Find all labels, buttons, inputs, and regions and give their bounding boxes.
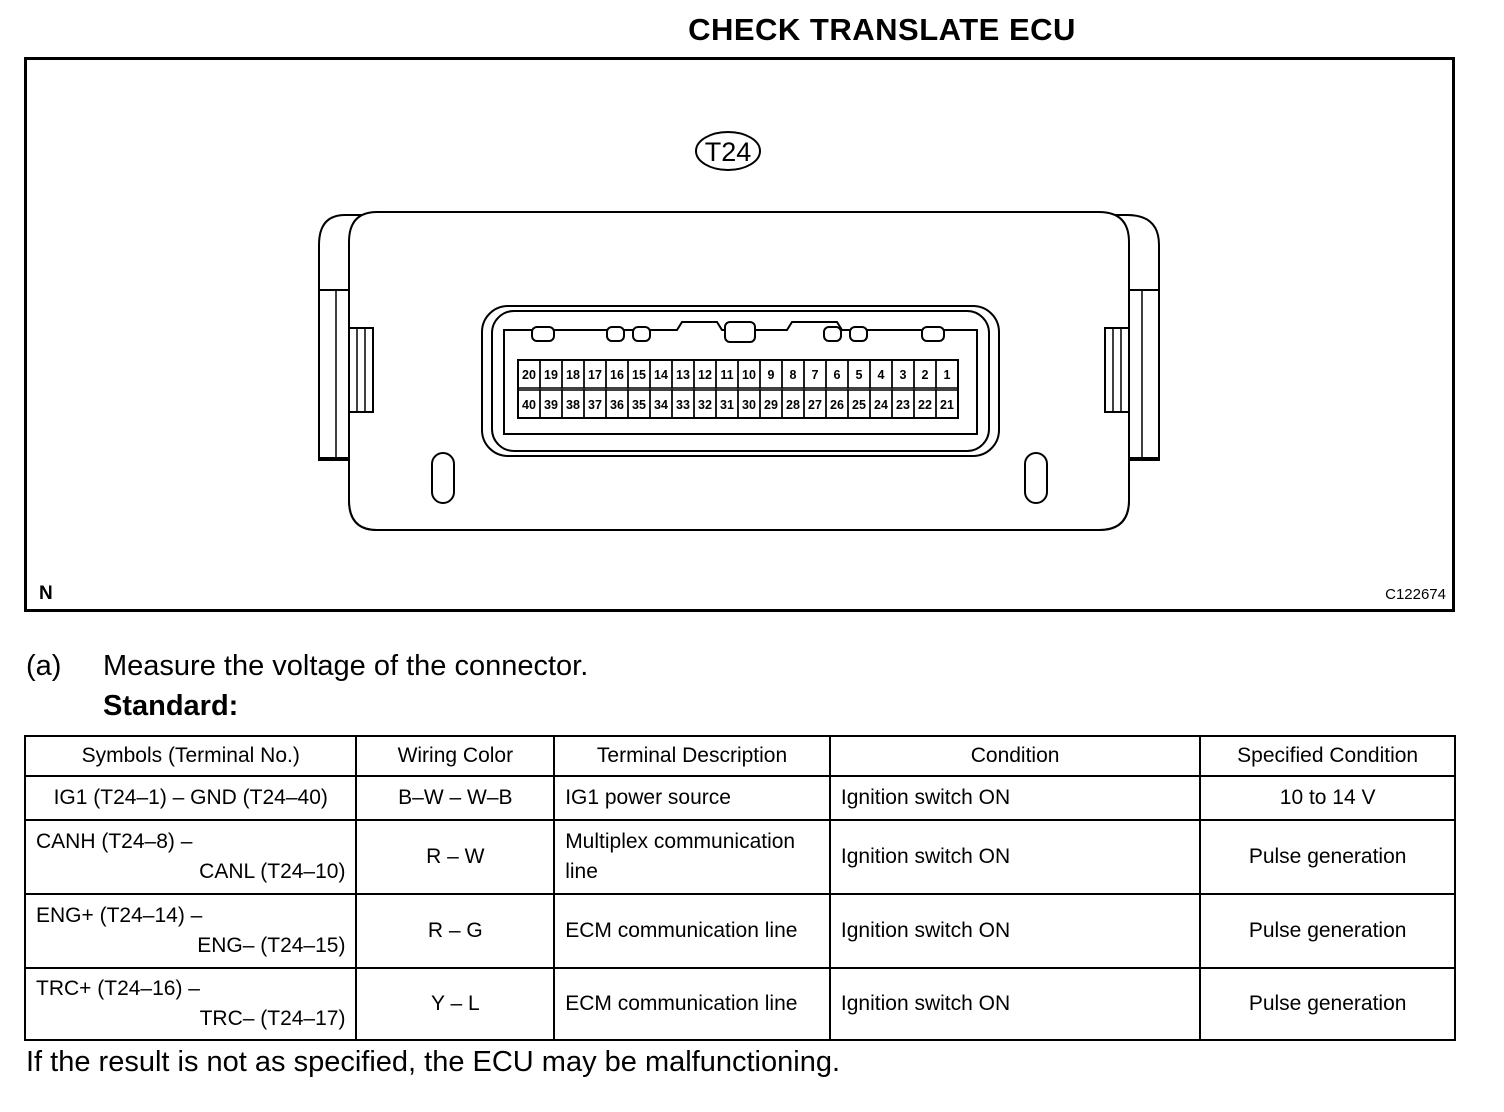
- header-symbols: Symbols (Terminal No.): [23, 735, 358, 777]
- condition-cell: Ignition switch ON: [828, 967, 1202, 1041]
- pin-label-9: 9: [768, 368, 775, 382]
- description-cell: Multiplex communication line: [553, 819, 831, 895]
- pin-label-19: 19: [544, 368, 558, 382]
- header-wiring-color: Wiring Color: [355, 735, 556, 777]
- pin-label-36: 36: [610, 398, 624, 412]
- inner-housing: [348, 211, 1130, 531]
- connector-label-ellipse: [695, 131, 761, 171]
- pin-label-20: 20: [522, 368, 536, 382]
- pin-label-21: 21: [940, 398, 954, 412]
- pin-label-5: 5: [856, 368, 863, 382]
- pin-label-10: 10: [742, 368, 756, 382]
- pin-label-23: 23: [896, 398, 910, 412]
- spec-cell: Pulse generation: [1199, 967, 1456, 1041]
- header-condition: Condition: [828, 735, 1202, 777]
- pin-label-31: 31: [720, 398, 734, 412]
- pin-label-27: 27: [808, 398, 822, 412]
- mounting-slot-left: [431, 452, 455, 504]
- pin-label-12: 12: [698, 368, 712, 382]
- spec-cell: Pulse generation: [1199, 893, 1456, 969]
- pin-label-24: 24: [874, 398, 888, 412]
- symbol-line-2: CANL (T24–10): [199, 860, 346, 883]
- footer-note: If the result is not as specified, the E…: [26, 1046, 841, 1078]
- wiring-cell: B–W – W–B: [355, 775, 556, 821]
- pin-cell: [935, 359, 959, 389]
- pin-cell: [935, 389, 959, 419]
- standard-label: Standard:: [103, 690, 239, 722]
- plug-face: [503, 321, 978, 435]
- table-row: TRC+ (T24–16) – TRC– (T24–17) Y – L ECM …: [23, 967, 1456, 1041]
- description-cell: ECM communication line: [553, 893, 831, 969]
- mounting-slot-right: [1024, 452, 1048, 504]
- pin-label-37: 37: [588, 398, 602, 412]
- pin-label-18: 18: [566, 368, 580, 382]
- pin-label-28: 28: [786, 398, 800, 412]
- symbol-line-1: TRC+ (T24–16) –: [36, 977, 200, 1000]
- corner-mark: N: [39, 583, 53, 604]
- page-title: CHECK TRANSLATE ECU: [688, 12, 1076, 47]
- header-specified-condition: Specified Condition: [1199, 735, 1456, 777]
- table-row: IG1 (T24–1) – GND (T24–40) B–W – W–B IG1…: [23, 775, 1456, 821]
- condition-cell: Ignition switch ON: [828, 893, 1202, 969]
- step-instruction: Measure the voltage of the connector.: [103, 650, 589, 682]
- step-marker: (a): [26, 650, 62, 682]
- symbol-cell: CANH (T24–8) – CANL (T24–10): [23, 819, 358, 895]
- pin-label-22: 22: [918, 398, 932, 412]
- pin-label-38: 38: [566, 398, 580, 412]
- pin-label-15: 15: [632, 368, 646, 382]
- pin-label-3: 3: [900, 368, 907, 382]
- plug-shell: [481, 305, 1000, 457]
- figure-code: C122674: [1385, 586, 1446, 603]
- pin-label-17: 17: [588, 368, 602, 382]
- pin-label-26: 26: [830, 398, 844, 412]
- spec-cell: 10 to 14 V: [1199, 775, 1456, 821]
- wiring-cell: R – G: [355, 893, 556, 969]
- symbol-line-1: CANH (T24–8) –: [36, 830, 193, 853]
- symbol-cell: ENG+ (T24–14) – ENG– (T24–15): [23, 893, 358, 969]
- pin-label-25: 25: [852, 398, 866, 412]
- description-cell: IG1 power source: [553, 775, 831, 821]
- right-latch: [1128, 289, 1160, 459]
- symbol-cell: TRC+ (T24–16) – TRC– (T24–17): [23, 967, 358, 1041]
- pin-label-32: 32: [698, 398, 712, 412]
- pin-label-35: 35: [632, 398, 646, 412]
- symbol-cell: IG1 (T24–1) – GND (T24–40): [23, 775, 358, 821]
- wiring-cell: Y – L: [355, 967, 556, 1041]
- table-row: CANH (T24–8) – CANL (T24–10) R – W Multi…: [23, 819, 1456, 895]
- pin-label-16: 16: [610, 368, 624, 382]
- pin-label-14: 14: [654, 368, 668, 382]
- pin-label-40: 40: [522, 398, 536, 412]
- pin-label-1: 1: [944, 368, 951, 382]
- condition-cell: Ignition switch ON: [828, 775, 1202, 821]
- description-cell: ECM communication line: [553, 967, 831, 1041]
- spec-cell: Pulse generation: [1199, 819, 1456, 895]
- pin-label-6: 6: [834, 368, 841, 382]
- pin-label-11: 11: [720, 368, 733, 382]
- wiring-cell: R – W: [355, 819, 556, 895]
- symbol-line-2: ENG– (T24–15): [197, 934, 346, 957]
- table-header-row: Symbols (Terminal No.) Wiring Color Term…: [23, 735, 1456, 777]
- left-latch: [318, 289, 350, 459]
- condition-cell: Ignition switch ON: [828, 819, 1202, 895]
- pin-label-2: 2: [922, 368, 929, 382]
- pin-label-8: 8: [790, 368, 797, 382]
- table-row: ENG+ (T24–14) – ENG– (T24–15) R – G ECM …: [23, 893, 1456, 969]
- pin-label-30: 30: [742, 398, 756, 412]
- header-terminal-description: Terminal Description: [553, 735, 831, 777]
- connector-label: T24: [705, 137, 752, 167]
- symbol-line-1: ENG+ (T24–14) –: [36, 904, 203, 927]
- pin-label-13: 13: [676, 368, 690, 382]
- pin-label-4: 4: [878, 368, 885, 382]
- symbol-line-2: TRC– (T24–17): [199, 1007, 346, 1030]
- pin-label-29: 29: [764, 398, 778, 412]
- standard-table: Symbols (Terminal No.) Wiring Color Term…: [23, 735, 1456, 1041]
- pin-label-7: 7: [812, 368, 819, 382]
- pin-label-39: 39: [544, 398, 558, 412]
- pin-label-34: 34: [654, 398, 668, 412]
- pin-label-33: 33: [676, 398, 690, 412]
